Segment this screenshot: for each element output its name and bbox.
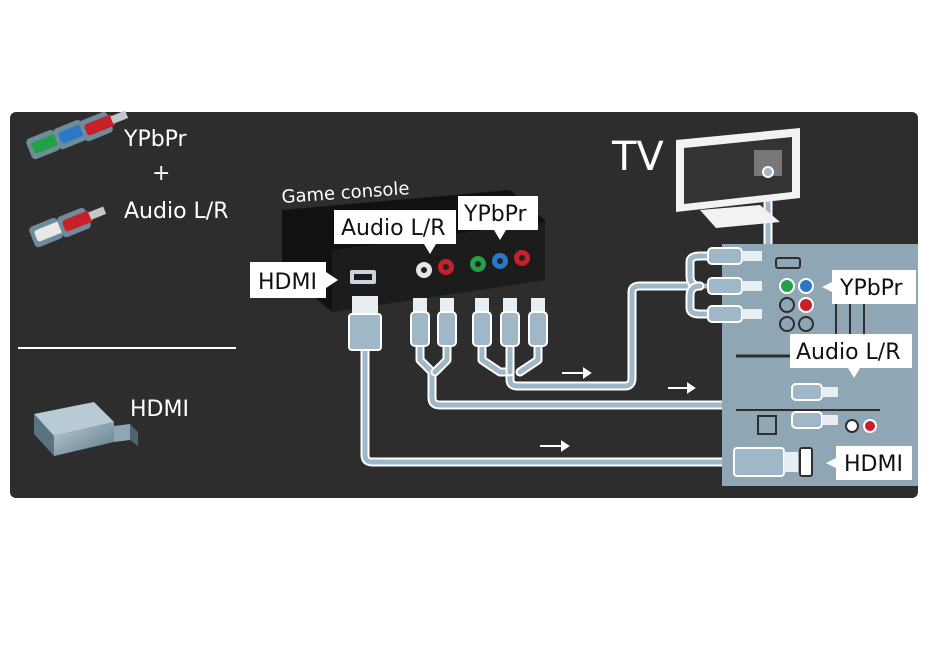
console-hdmi-plug bbox=[349, 296, 381, 350]
tv-audio-label: Audio L/R bbox=[796, 340, 900, 365]
console-audio-label: Audio L/R bbox=[341, 216, 445, 241]
console-hdmi-label: HDMI bbox=[258, 270, 317, 295]
tv-audio-right-port bbox=[864, 420, 876, 432]
tv-hdmi-plug bbox=[734, 448, 798, 476]
legend-ypbpr-label: YPbPr bbox=[123, 127, 188, 152]
tv-component-plugs bbox=[708, 248, 762, 322]
console-hdmi-callout: HDMI bbox=[250, 262, 338, 298]
tv-ypbpr-callout: YPbPr bbox=[822, 270, 916, 304]
tv-pb-port bbox=[799, 279, 813, 293]
tv-hdmi-label: HDMI bbox=[844, 452, 903, 477]
tv-hdmi-callout: HDMI bbox=[826, 446, 912, 480]
tv-audio-left-port bbox=[846, 420, 858, 432]
tv-y-port bbox=[780, 279, 794, 293]
console-ypbpr-label: YPbPr bbox=[463, 202, 528, 227]
tv-hdmi-port bbox=[800, 448, 812, 476]
legend-hdmi-label: HDMI bbox=[130, 397, 189, 422]
tv-pr-port bbox=[799, 298, 813, 312]
legend-plus-label: + bbox=[152, 161, 170, 186]
tv-title: TV bbox=[611, 134, 664, 180]
legend-audio-label: Audio L/R bbox=[124, 199, 228, 224]
tv-ypbpr-label: YPbPr bbox=[839, 276, 904, 301]
